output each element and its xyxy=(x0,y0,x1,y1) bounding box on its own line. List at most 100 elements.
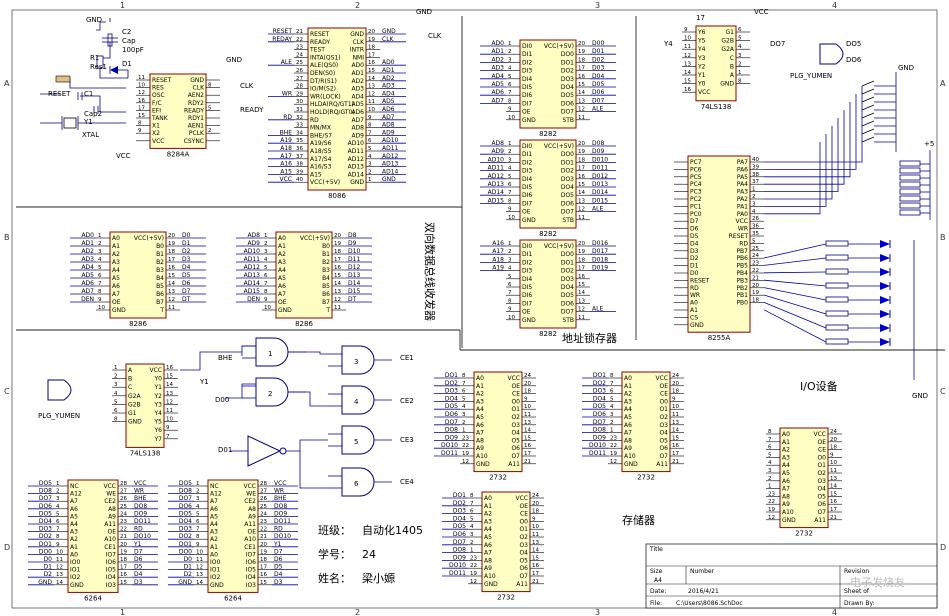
led-icon xyxy=(880,268,890,276)
pin-label: IO2 xyxy=(70,574,80,581)
pin-number: 11 xyxy=(196,557,203,563)
pin-label: PB3 xyxy=(736,277,748,284)
pin-number: 23 xyxy=(470,555,477,561)
pin-number: 4 xyxy=(752,209,756,215)
net-label: D09 xyxy=(592,148,604,155)
pin-label: DI3 xyxy=(522,268,532,275)
pin-number: 19 xyxy=(368,37,375,43)
pin-label: VCC(+5V) xyxy=(300,235,330,242)
pin-number: 8 xyxy=(508,198,512,204)
net-label: AD15 xyxy=(488,197,505,204)
pin-label: O6 xyxy=(817,501,826,508)
net-label: DO8 xyxy=(593,427,606,434)
pin-number: 10 xyxy=(264,305,271,311)
pin-label: DI4 xyxy=(522,276,532,283)
pin-label: O3 xyxy=(817,478,826,485)
pin-number: 6 xyxy=(114,408,118,414)
pin-label: A5 xyxy=(484,534,492,541)
net-label: DO1 xyxy=(453,492,466,499)
led-icon xyxy=(880,240,890,248)
pin-number: 13 xyxy=(334,289,341,295)
pin-label: VCC xyxy=(656,375,668,382)
bus-transceiver-label: 双向数据总线收发器 xyxy=(423,222,437,321)
pin-number: 24 xyxy=(672,373,679,379)
net-label: ALE xyxy=(281,59,292,66)
pin-label: O0 xyxy=(817,454,826,461)
pin-label: IO7 xyxy=(106,551,116,558)
gnd-label-3: GND xyxy=(416,8,432,16)
pin-number: 25 xyxy=(120,504,127,510)
net-label: D2 xyxy=(182,248,191,255)
net-label: RD xyxy=(283,114,292,121)
net-label: DO2 xyxy=(453,500,466,507)
tb-file: File: xyxy=(650,600,662,607)
net-label: D011 xyxy=(592,165,608,172)
net-label: D016 xyxy=(592,240,608,247)
pin-label: AD4 xyxy=(351,93,364,100)
gate-number: 3 xyxy=(354,358,358,366)
title-block: Title Size A4 Number Revision Date: 2016… xyxy=(645,543,938,609)
pin-number: 17 xyxy=(672,451,679,457)
net-label: D15 xyxy=(348,288,360,295)
tb-file-value: C:\Users\8086.SchDoc xyxy=(676,600,743,607)
pin-number: 17 xyxy=(578,66,585,72)
pin-number: 20 xyxy=(752,283,759,289)
ready-label: READY xyxy=(240,106,264,114)
pin-number: 15 xyxy=(166,374,173,380)
pin-number: 12 xyxy=(768,515,775,521)
pin-number: 13 xyxy=(166,391,173,397)
net-label: A19 xyxy=(492,265,504,272)
pin-number: 9 xyxy=(684,27,688,33)
net-label: D08 xyxy=(592,140,604,147)
net-label: AD5 xyxy=(491,81,504,88)
pin-number: 3 xyxy=(738,53,742,59)
pin-label: A2 xyxy=(476,391,484,398)
pin-label: A3 xyxy=(484,518,492,525)
chip-body xyxy=(67,479,119,593)
net-label: D017 xyxy=(592,248,608,255)
pin-number: 26 xyxy=(296,68,303,74)
pin-label: O5 xyxy=(519,557,528,564)
pin-number: 9 xyxy=(532,516,536,522)
net-label: DO11 xyxy=(441,450,458,457)
pin-label: MN/MX xyxy=(310,125,331,132)
resistor-icon xyxy=(899,174,921,181)
net-label: D4 xyxy=(182,264,191,271)
pin-number: 20 xyxy=(578,241,585,247)
pin-label: AD11 xyxy=(348,148,365,155)
pin-label: Y7 xyxy=(154,436,163,443)
pin-label: AD8 xyxy=(351,125,364,132)
pin-number: 9 xyxy=(98,297,102,303)
net-label: D13 xyxy=(348,272,360,279)
pin-number: 19 xyxy=(168,241,175,247)
net-label: DO10 xyxy=(589,442,606,449)
pin-number: 17 xyxy=(830,507,837,513)
pin-label: PA3 xyxy=(737,189,748,196)
pin-number: 18 xyxy=(578,57,585,63)
net-label: D015 xyxy=(592,197,608,204)
net-label: DO3 xyxy=(445,388,458,395)
pin-label: PB0 xyxy=(736,300,748,307)
pin-label: DI1 xyxy=(522,251,532,258)
pin-label: VCC(+5V) xyxy=(134,235,164,242)
net-label: BHE xyxy=(280,129,293,136)
pin-label: INTR xyxy=(350,47,364,54)
pin-label: VCC xyxy=(814,431,826,438)
pin-label: OE xyxy=(511,383,520,390)
pin-label: D4 xyxy=(690,240,699,247)
net-label: GND xyxy=(38,579,52,586)
chip-name: 8286 xyxy=(129,320,147,328)
pin-label: B1 xyxy=(322,251,330,258)
chip-body xyxy=(307,27,367,191)
pin-label: B2 xyxy=(322,259,330,266)
pin-number: 14 xyxy=(578,290,585,296)
pin-number: 9 xyxy=(196,542,200,548)
pin-label: A7 xyxy=(484,550,492,557)
pin-label: NC xyxy=(70,483,79,490)
net-label: D019 xyxy=(592,265,608,272)
pin-number: 18 xyxy=(120,557,127,563)
pin-number: 18 xyxy=(368,45,375,51)
pin-number: 22 xyxy=(462,443,469,449)
name-value: 梁小嫄 xyxy=(362,571,395,585)
